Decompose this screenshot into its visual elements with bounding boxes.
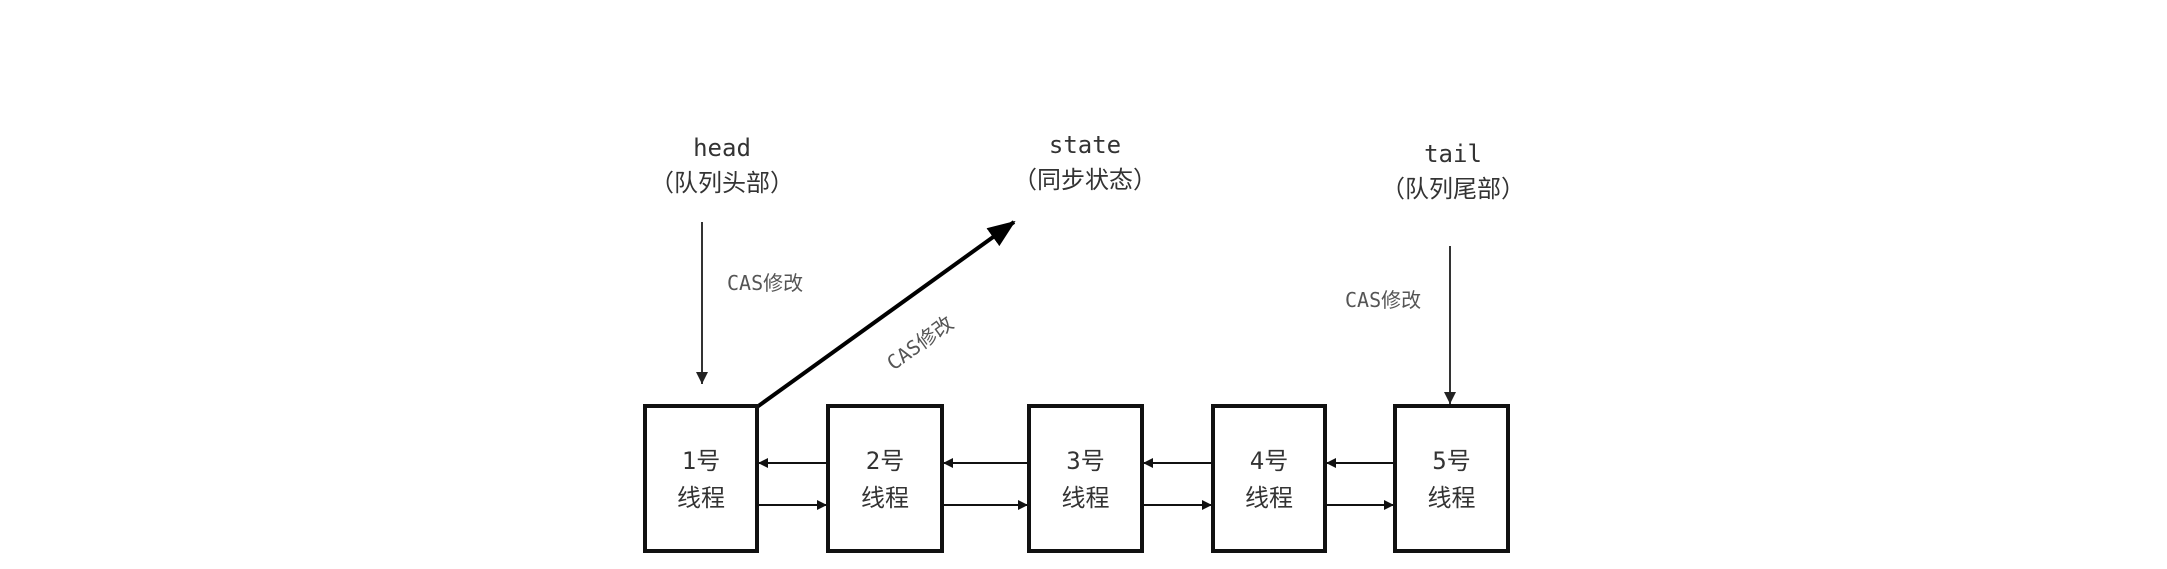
thread-node-box [1211, 404, 1327, 553]
thread-node-label: 线程 [1062, 484, 1110, 512]
tail-subtitle: （队列尾部） [1381, 175, 1525, 203]
thread-node-box [643, 404, 759, 553]
tail-label: tail （队列尾部） [1381, 140, 1525, 203]
thread-node-label: 线程 [677, 484, 725, 512]
state-cas-label: CAS修改 [882, 311, 958, 375]
head-subtitle: （队列头部） [650, 169, 794, 197]
thread-node-number: 1号 [682, 447, 720, 475]
head-cas-label: CAS修改 [727, 271, 803, 295]
thread-node-label: 线程 [1245, 484, 1293, 512]
thread-node-number: 2号 [866, 447, 904, 475]
thread-node-box [1027, 404, 1144, 553]
tail-cas-label: CAS修改 [1345, 288, 1421, 312]
thread-node-label: 线程 [1428, 484, 1476, 512]
thread-node-number: 4号 [1250, 447, 1288, 475]
node-links [758, 458, 1394, 510]
thread-node-label: 线程 [861, 484, 909, 512]
state-pointer-arrow [755, 220, 1016, 409]
tail-title: tail [1424, 140, 1482, 168]
state-label: state （同步状态） [1013, 131, 1157, 194]
head-label: head （队列头部） [650, 134, 794, 197]
state-subtitle: （同步状态） [1013, 166, 1157, 194]
state-title: state [1049, 131, 1121, 159]
thread-node-number: 3号 [1066, 447, 1104, 475]
thread-node-number: 5号 [1432, 447, 1470, 475]
thread-node-box [1393, 404, 1510, 553]
head-title: head [693, 134, 751, 162]
thread-node-box [826, 404, 944, 553]
